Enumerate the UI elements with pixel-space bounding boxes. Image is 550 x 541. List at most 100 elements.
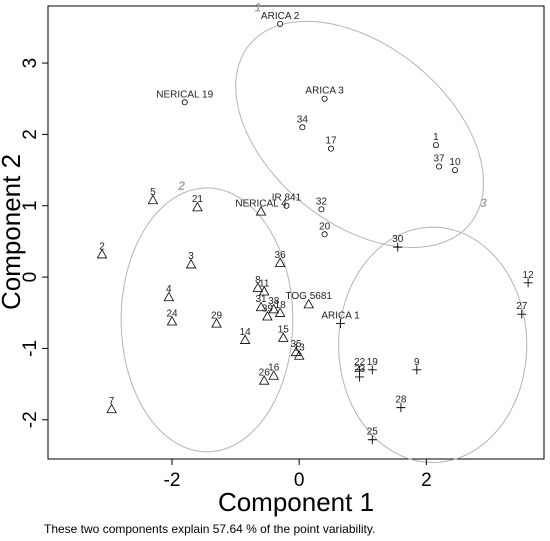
y-tick-label: 1: [20, 200, 41, 211]
circle-marker: [318, 206, 325, 213]
point-label: 3: [188, 251, 194, 262]
point-label: 17: [325, 136, 337, 147]
triangle-marker: [278, 332, 289, 342]
y-tick-label: 3: [20, 58, 41, 69]
point-label: NERICAL 4: [235, 198, 287, 209]
point-label: 1: [433, 132, 439, 143]
circle-marker: [327, 145, 334, 152]
plus-marker: [517, 309, 527, 319]
point-label: ARICA 2: [261, 11, 300, 22]
point-label: 10: [449, 157, 461, 168]
triangle-marker: [239, 334, 251, 344]
circle-marker: [277, 20, 284, 27]
point-label: 36: [275, 250, 287, 261]
point-label: 5: [150, 187, 156, 198]
circle-marker: [451, 167, 458, 174]
plot-frame: [47, 5, 545, 460]
point-label: 9: [414, 357, 420, 368]
triangle-marker: [274, 307, 286, 317]
cluster-label-2: 2: [177, 179, 185, 193]
point-label: 16: [268, 363, 280, 374]
circle-marker: [321, 95, 328, 102]
triangle-marker: [255, 206, 267, 216]
triangle-marker: [185, 258, 197, 269]
point-label: 22: [354, 357, 366, 368]
triangle-marker: [290, 346, 302, 357]
plus-marker: [367, 365, 377, 375]
point-label: 26: [259, 368, 271, 379]
triangle-marker: [258, 285, 270, 296]
circle-marker: [321, 231, 328, 238]
point-label: 4: [166, 284, 172, 295]
cluster-ellipse-1: [235, 20, 485, 249]
point-label: 15: [278, 325, 290, 336]
triangle-marker: [303, 298, 314, 309]
point-label: 34: [297, 114, 309, 125]
y-tick-label: -1: [20, 340, 41, 357]
point-label: 29: [211, 310, 223, 321]
triangle-marker: [274, 257, 286, 267]
triangle-marker: [262, 310, 273, 321]
point-label: 13: [294, 343, 306, 354]
cluster-ellipse-3: [338, 226, 528, 464]
point-label: 38: [268, 296, 280, 307]
point-label: 31: [255, 294, 267, 305]
point-label: 28: [395, 395, 407, 406]
triangle-marker: [268, 370, 280, 380]
plus-marker: [523, 278, 533, 288]
point-label: 19: [367, 357, 379, 368]
cluster-label-3: 3: [480, 196, 487, 210]
point-label: 23: [354, 364, 366, 375]
triangle-marker: [147, 194, 159, 205]
circle-marker: [181, 99, 188, 106]
point-label: 32: [316, 196, 328, 207]
point-label: IR 841: [272, 193, 302, 204]
plus-marker: [367, 435, 377, 445]
point-label: 2: [99, 241, 105, 252]
triangle-marker: [96, 248, 108, 259]
point-label: 35: [290, 339, 302, 350]
y-tick-label: 2: [20, 129, 41, 140]
triangle-marker: [211, 318, 222, 328]
variability-caption: These two components explain 57.64 % of …: [44, 522, 376, 536]
point-label: ARICA 1: [321, 310, 360, 321]
triangle-marker: [106, 403, 117, 414]
triangle-marker: [255, 301, 267, 312]
triangle-marker: [192, 201, 203, 212]
y-tick-label: -2: [20, 411, 41, 428]
circle-marker: [432, 142, 439, 149]
triangle-marker: [163, 291, 175, 302]
triangle-marker: [166, 315, 178, 326]
triangle-marker: [268, 303, 280, 314]
point-label: 27: [516, 301, 528, 312]
plus-marker: [393, 242, 403, 252]
point-label: 11: [259, 278, 270, 289]
x-tick-label: 2: [421, 470, 432, 491]
cluster-ellipse-2: [120, 187, 294, 453]
x-tick-label: 0: [294, 470, 305, 491]
plus-marker: [355, 372, 365, 382]
point-label: 24: [166, 308, 178, 319]
point-label: 25: [367, 427, 379, 438]
point-label: 39: [262, 303, 274, 314]
plus-marker: [412, 365, 422, 375]
point-label: NERICAL 19: [156, 89, 213, 100]
y-axis-title: Component 2: [0, 154, 26, 310]
point-label: 21: [192, 194, 204, 205]
point-label: TOG 5681: [285, 291, 332, 302]
point-label: 12: [523, 270, 535, 281]
triangle-marker: [293, 350, 305, 360]
circle-marker: [436, 163, 443, 170]
circle-marker: [299, 124, 306, 131]
point-label: 37: [434, 154, 446, 165]
point-label: 30: [392, 234, 404, 245]
x-tick-label: -2: [164, 470, 181, 491]
point-label: 8: [255, 275, 261, 286]
x-axis-title: Component 1: [218, 487, 374, 517]
point-label: 18: [275, 300, 287, 311]
triangle-marker: [258, 375, 270, 385]
y-tick-label: 0: [20, 272, 41, 283]
cluster-ellipses: 123: [120, 1, 528, 464]
